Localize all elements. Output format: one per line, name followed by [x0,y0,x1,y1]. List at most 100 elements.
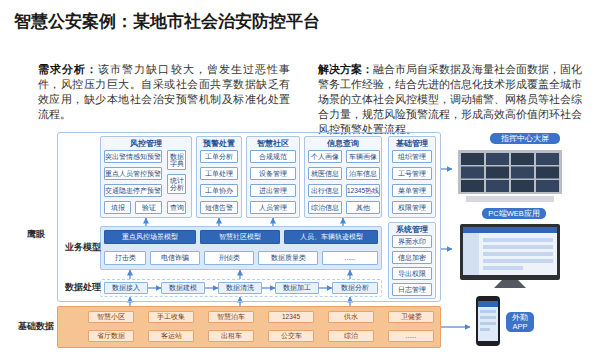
function-box: 短信告警 [200,201,238,214]
data-source-box: 综治 [328,330,374,342]
data-source-box: 公交车 [268,330,314,342]
process-box: 数据清洗 [218,282,262,294]
model-box: 人员、车辆轨迹模型 [284,230,378,244]
box-text: 数据接入 [112,284,140,291]
flow-arrow [218,218,219,226]
box-text: 省厅数据 [97,332,125,339]
function-box: 车辆画像 [346,150,380,163]
box-text: 其他 [356,204,370,211]
model-box: 重点风控场景模型 [104,230,196,244]
function-box: 泊车信息 [346,167,380,180]
box-text: 数据清洗 [226,284,254,291]
box-text: 泊车信息 [349,170,377,177]
terminal-label: 指挥中心大屏 [490,133,560,144]
box-text: 重点人员管控预警 [105,170,161,177]
flow-arrow [342,218,343,226]
module-panel: 系统管理界面水印信息加密导出权限日志管理 [388,222,436,299]
flow-arrow [272,218,273,226]
data-source-box: 省厅数据 [88,330,134,342]
box-text: 刑侦类 [219,254,240,261]
model-category-box: 打击类 [104,251,146,265]
phone [476,296,500,346]
box-text: 个人画像 [311,153,339,160]
box-text: 数据质量类 [271,254,306,261]
box-text: 信息加密 [398,254,426,261]
function-box: 12345热线 [346,184,380,197]
box-text: 电信诈骗 [161,254,189,261]
base-data-band: 基础数据智慧小区手工收集智慧泊车12345供水卫健委省厅数据客运站出租车公交车综… [57,306,441,348]
box-text: 工单分析 [205,153,233,160]
function-box: 其他 [346,201,380,214]
box-text: 人员、车辆轨迹模型 [300,233,363,241]
data-source-box: 智慧小区 [88,311,134,323]
process-box: 数据加工 [275,282,319,294]
box-text: 合规规范 [259,153,287,160]
function-box: 交通隐患停产预警 [104,184,162,197]
flow-arrow [349,270,350,279]
box-text: 工单处理 [205,170,233,177]
monitor [460,224,560,288]
box-text: 进出管理 [259,187,287,194]
module-panel: 基础管理组织管理工号管理菜单管理权限管理 [388,136,436,218]
box-text: 智慧泊车 [217,313,245,320]
flow-arrow [319,287,332,288]
function-box: 工单协办 [200,184,238,197]
app-layer-frame: 鹰眼风控管理突出警情感知预警重点人员管控预警交通隐患停产预警填报验证数据字典统计… [57,132,441,302]
data-source-box: 卫健委 [388,311,434,323]
box-text: 智慧社区模型 [219,233,261,241]
box-text: 打击类 [115,254,136,261]
box-text: 界面水印 [398,238,426,245]
box-text: 权限管理 [398,204,426,211]
box-text: 就医信息 [311,170,339,177]
flow-arrow [148,287,161,288]
box-text: 填报 [111,204,125,211]
function-box: 设备管理 [250,167,296,180]
box-text: 查询 [170,204,184,211]
layer-label: 数据处理 [65,282,99,292]
box-text: 突出警情感知预警 [105,153,161,160]
box-text: 日志管理 [398,286,426,293]
box-text: 组织管理 [398,153,426,160]
box-text: 数据字典 [168,153,185,168]
panel-heading: 基础管理 [389,139,435,149]
box-text: 菜单管理 [398,187,426,194]
function-box: 组织管理 [392,150,432,163]
box-text: 重点风控场景模型 [122,233,178,241]
box-text: 综治 [344,332,358,339]
model-category-box: 电信诈骗 [150,251,200,265]
function-box: 统计分析 [167,174,186,194]
model-box: 智慧社区模型 [200,230,280,244]
function-box: 进出管理 [250,184,296,197]
box-text: 客运站 [161,332,182,339]
panel-heading: 风控管理 [101,139,191,149]
box-text: 卫健委 [401,313,422,320]
function-box: 工单分析 [200,150,238,163]
function-box: 填报 [104,201,131,214]
function-box: 工单处理 [200,167,238,180]
model-category-box: 刑侦类 [204,251,254,265]
module-panel: 风控管理突出警情感知预警重点人员管控预警交通隐患停产预警填报验证数据字典统计分析… [100,136,192,218]
function-box: 人员管理 [250,201,296,214]
process-box: 数据分析 [332,282,378,294]
process-box: 数据建模 [161,282,205,294]
data-source-box: ...... [388,330,434,342]
function-box: 出行信息 [308,184,342,197]
function-box: 综治信息 [308,201,342,214]
box-text: 手工收集 [157,313,185,320]
panel-heading: 系统管理 [389,225,435,235]
function-box: 突出警情感知预警 [104,150,162,163]
box-text: 统计分析 [168,177,185,192]
data-source-box: 出租车 [208,330,254,342]
function-box: 界面水印 [392,235,432,248]
flow-arrow [262,287,275,288]
flow-arrow [129,270,130,279]
function-box: 就医信息 [308,167,342,180]
module-panel: 预警处置工单分析工单处理工单协办短信告警 [196,136,242,218]
flow-arrow [441,168,452,169]
box-text: 12345热线 [347,187,379,194]
box-text: 交通隐患停产预警 [105,187,161,194]
box-text: 设备管理 [259,170,287,177]
function-box: 工号管理 [392,167,432,180]
